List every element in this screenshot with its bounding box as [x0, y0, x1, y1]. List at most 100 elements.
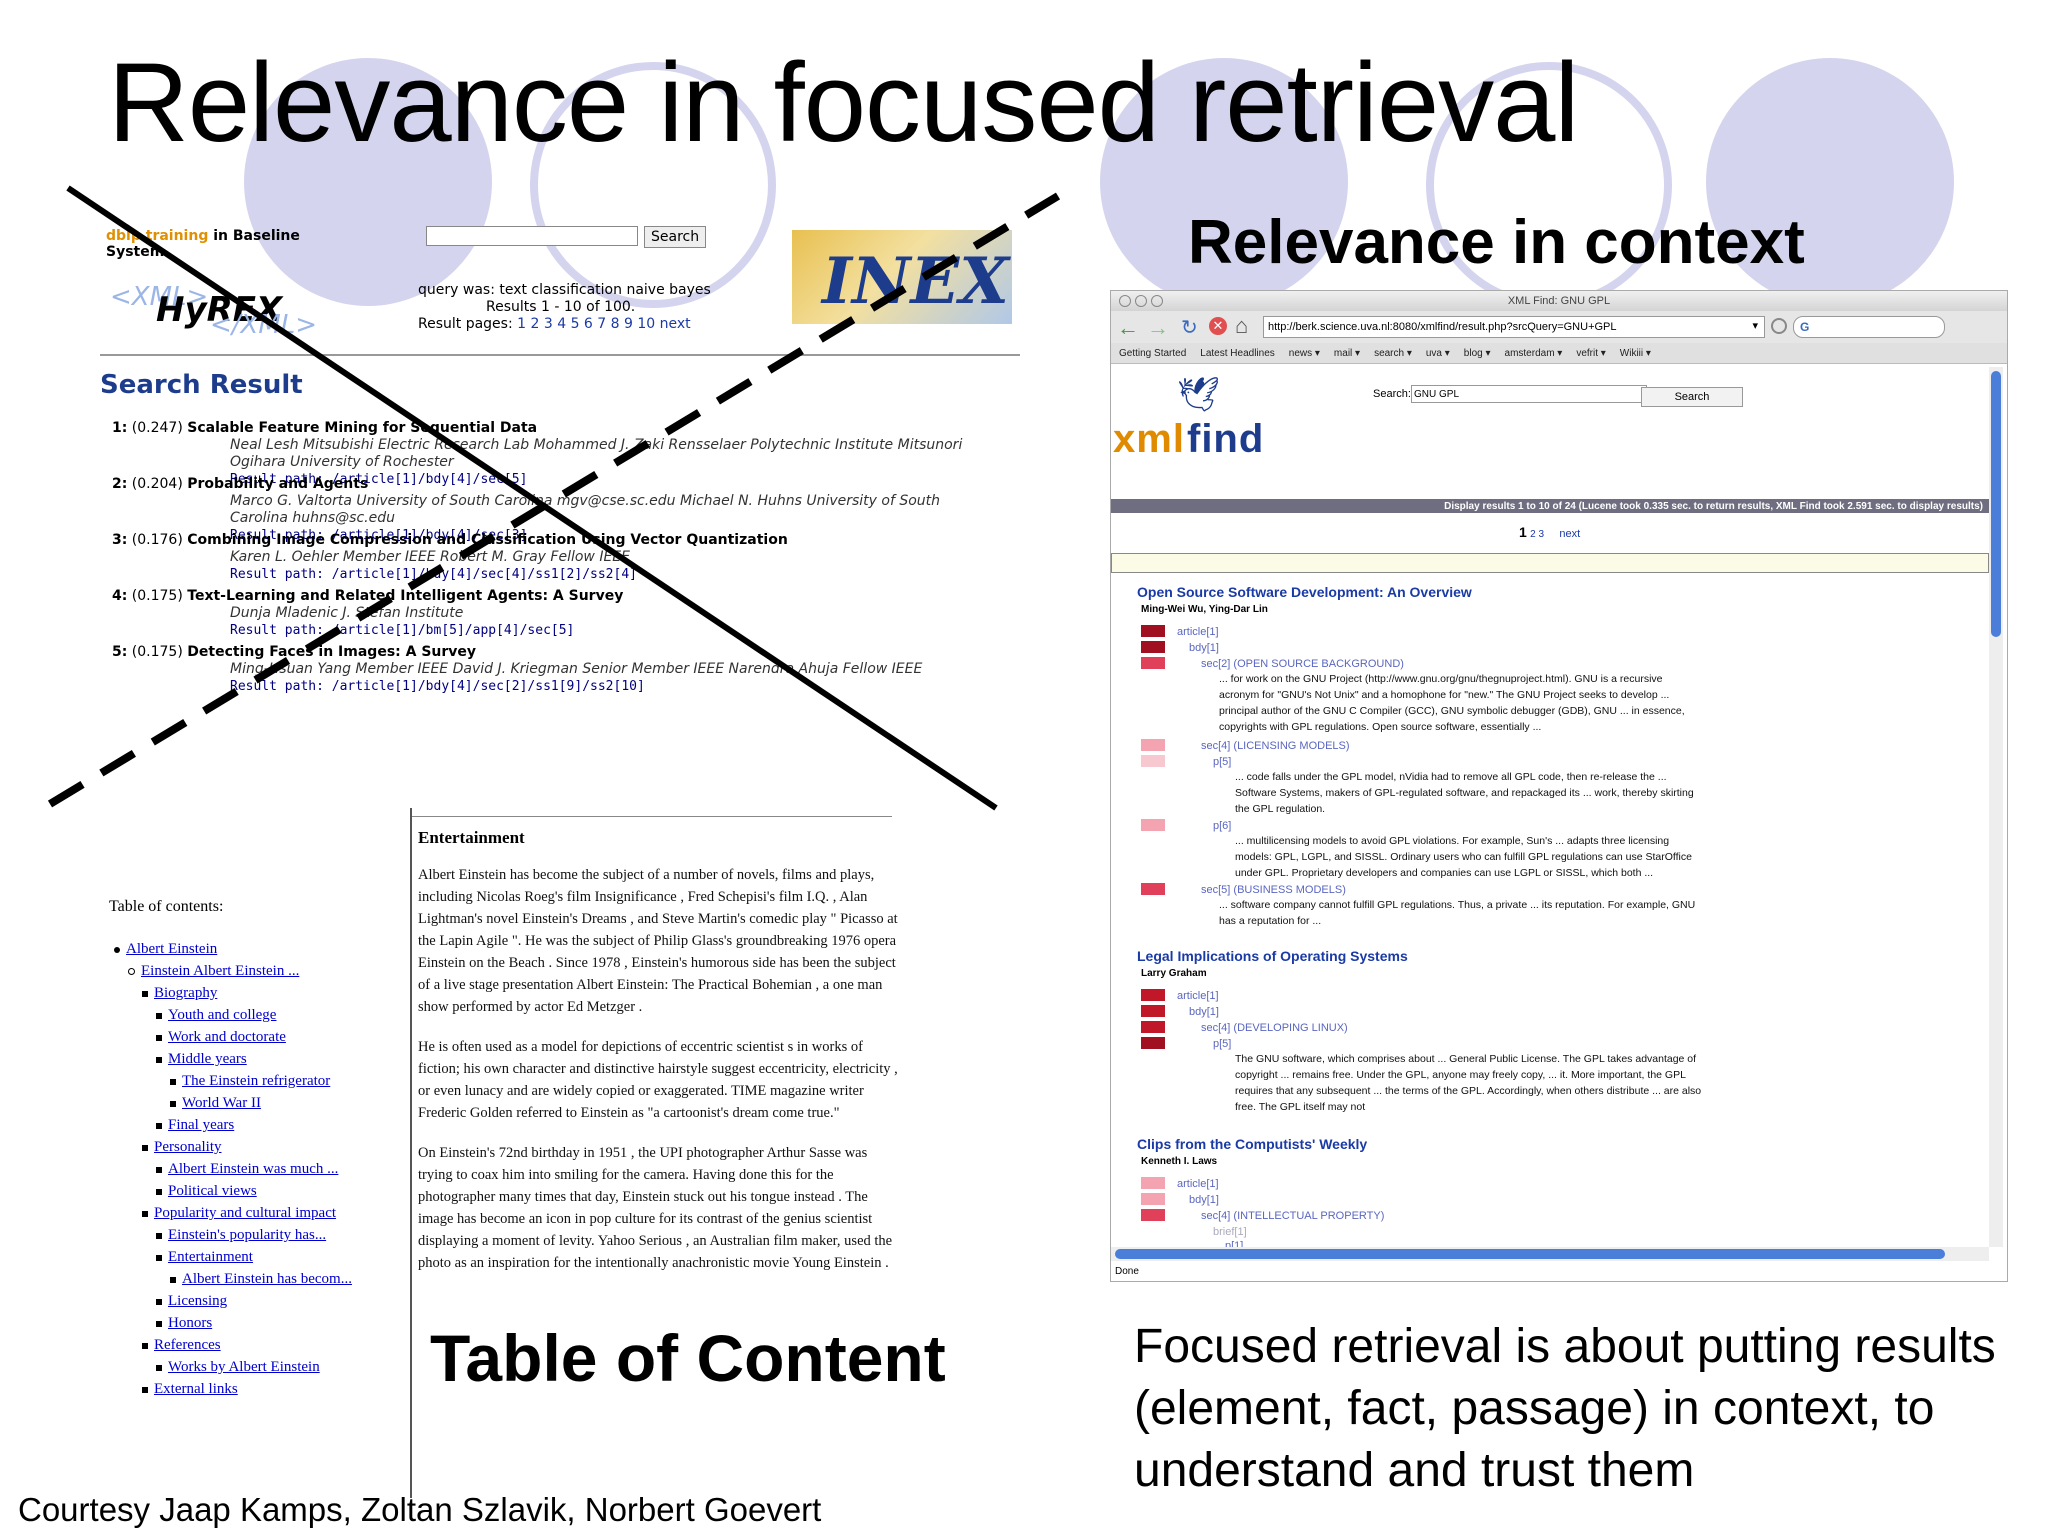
- result-path[interactable]: Result path: /article[1]/bm[5]/app[4]/se…: [230, 623, 575, 638]
- page-links[interactable]: 2 3: [1530, 529, 1545, 540]
- xmlfind-search-input[interactable]: [1411, 385, 1647, 403]
- snippet: ... code falls under the GPL model, nVid…: [1235, 771, 1694, 815]
- reload-icon[interactable]: ↻: [1181, 317, 1198, 339]
- google-icon: G: [1800, 320, 1810, 334]
- title-bar: XML Find: GNU GPL: [1111, 291, 2007, 311]
- bullet-icon: [170, 1078, 176, 1085]
- toc-item[interactable]: Albert Einstein was much ...: [156, 1160, 338, 1178]
- url-bar[interactable]: http://berk.science.uva.nl:8080/xmlfind/…: [1263, 316, 1765, 338]
- strike-line-dashed: [47, 192, 1061, 808]
- tree-node[interactable]: p[6]: [1213, 820, 1232, 832]
- toc-item[interactable]: Middle years: [156, 1050, 247, 1068]
- toc-item[interactable]: Youth and college: [156, 1006, 276, 1024]
- tree-node[interactable]: sec[5] (BUSINESS MODELS): [1201, 884, 1346, 896]
- minimize-window-icon[interactable]: [1135, 295, 1147, 307]
- back-icon[interactable]: ←: [1117, 315, 1139, 340]
- horizontal-scrollbar[interactable]: [1111, 1247, 1989, 1261]
- bookmark-item[interactable]: uva ▾: [1425, 348, 1450, 359]
- close-window-icon[interactable]: [1119, 295, 1131, 307]
- result-pages-links[interactable]: 1 2 3 4 5 6 7 8 9 10 next: [517, 316, 691, 332]
- heat-square: [1141, 1209, 1165, 1221]
- hyrex-result: 5: (0.175) Detecting Faces in Images: A …: [112, 644, 1072, 695]
- go-icon[interactable]: [1771, 318, 1787, 334]
- tree-node[interactable]: sec[4] (INTELLECTUAL PROPERTY): [1201, 1210, 1385, 1222]
- result-path[interactable]: Result path: /article[1]/bdy[4]/sec[2]/s…: [230, 679, 645, 694]
- toc-item[interactable]: Einstein Albert Einstein ...: [128, 962, 299, 980]
- toc-item[interactable]: Biography: [142, 984, 217, 1002]
- tree-node[interactable]: sec[4] (DEVELOPING LINUX): [1201, 1022, 1348, 1034]
- zoom-window-icon[interactable]: [1151, 295, 1163, 307]
- bookmark-item[interactable]: Getting Started: [1119, 348, 1187, 359]
- toc-item[interactable]: Licensing: [156, 1292, 227, 1310]
- tree-node[interactable]: sec[4] (LICENSING MODELS): [1201, 740, 1350, 752]
- tree-node[interactable]: bdy[1]: [1189, 1006, 1219, 1018]
- tree-node[interactable]: sec[2] (OPEN SOURCE BACKGROUND): [1201, 658, 1404, 670]
- result-title[interactable]: Scalable Feature Mining for Sequential D…: [187, 420, 538, 436]
- toc-item[interactable]: References: [142, 1336, 221, 1354]
- vertical-scrollbar[interactable]: [1989, 367, 2003, 1247]
- tree-node[interactable]: article[1]: [1177, 626, 1219, 638]
- bookmark-item[interactable]: Latest Headlines: [1200, 348, 1275, 359]
- toc-item[interactable]: Albert Einstein has becom...: [170, 1270, 352, 1288]
- display-info: Display results 1 to 10 of 24 (Lucene to…: [1444, 501, 1983, 512]
- toc-item[interactable]: Albert Einstein: [114, 940, 217, 958]
- toc-item[interactable]: Political views: [156, 1182, 257, 1200]
- hyrex-logo-xml: <XML>: [110, 282, 209, 312]
- heat-square: [1141, 1037, 1165, 1049]
- hyrex-logo: HyREX: [156, 290, 283, 330]
- scroll-thumb[interactable]: [1991, 371, 2001, 637]
- bookmark-item[interactable]: search ▾: [1374, 348, 1412, 359]
- tree-node[interactable]: p[5]: [1213, 1038, 1232, 1050]
- result-title[interactable]: Text-Learning and Related Intelligent Ag…: [187, 588, 624, 604]
- result-title-3[interactable]: Clips from the Computists' Weekly: [1137, 1136, 1368, 1152]
- toc-item[interactable]: Final years: [156, 1116, 234, 1134]
- xmlfind-search-button[interactable]: Search: [1641, 387, 1743, 407]
- toc-item[interactable]: External links: [142, 1380, 238, 1398]
- hscroll-thumb[interactable]: [1115, 1249, 1945, 1259]
- search-engine-box[interactable]: G: [1793, 316, 1945, 338]
- tree-node[interactable]: article[1]: [1177, 990, 1219, 1002]
- decor-circle-2: [530, 62, 776, 308]
- hyrex-logo-xml-close: </XML>: [210, 310, 318, 340]
- toc-item[interactable]: Work and doctorate: [156, 1028, 286, 1046]
- toc-item[interactable]: Popularity and cultural impact: [142, 1204, 336, 1222]
- tree-node[interactable]: brief[1]: [1213, 1226, 1247, 1238]
- result-meta: Carolina huhns@sc.edu: [230, 510, 395, 526]
- tree-node[interactable]: bdy[1]: [1189, 642, 1219, 654]
- result-title[interactable]: Detecting Faces in Images: A Survey: [187, 644, 477, 660]
- snippet: The GNU software, which comprises about …: [1235, 1053, 1702, 1113]
- result-title-1[interactable]: Open Source Software Development: An Ove…: [1137, 584, 1472, 600]
- toc-item[interactable]: The Einstein refrigerator: [170, 1072, 330, 1090]
- result-title[interactable]: Probability and Agents: [187, 476, 369, 492]
- result-authors-3: Kenneth I. Laws: [1141, 1156, 1218, 1167]
- bookmark-item[interactable]: vefrit ▾: [1576, 348, 1606, 359]
- forward-icon[interactable]: →: [1147, 315, 1169, 340]
- bullet-icon: [156, 1364, 162, 1371]
- toc-item[interactable]: Personality: [142, 1138, 222, 1156]
- url-dropdown-icon[interactable]: ▾: [1752, 320, 1758, 332]
- bookmark-item[interactable]: Wikiii ▾: [1619, 348, 1651, 359]
- result-path[interactable]: Result path: /article[1]/bdy[4]/sec[5]: [230, 472, 528, 487]
- next-link[interactable]: next: [1559, 528, 1581, 540]
- tree-node[interactable]: bdy[1]: [1189, 1194, 1219, 1206]
- home-icon[interactable]: ⌂: [1235, 313, 1249, 338]
- toc-item[interactable]: Entertainment: [156, 1248, 253, 1266]
- tree-node[interactable]: p[5]: [1213, 756, 1232, 768]
- toc-screenshot: Table of contents: Entertainment Albert …: [100, 800, 900, 1500]
- bookmark-item[interactable]: blog ▾: [1463, 348, 1491, 359]
- hyrex-search-input[interactable]: [426, 226, 638, 246]
- hyrex-search-button[interactable]: Search: [644, 226, 707, 248]
- bookmark-item[interactable]: amsterdam ▾: [1504, 348, 1563, 359]
- result-path[interactable]: Result path: /article[1]/bdy[4]/sec[3]: [230, 528, 528, 543]
- result-title-2[interactable]: Legal Implications of Operating Systems: [1137, 948, 1408, 964]
- toc-item[interactable]: Honors: [156, 1314, 212, 1332]
- window-title: XML Find: GNU GPL: [1507, 295, 1611, 307]
- toc-item[interactable]: Einstein's popularity has...: [156, 1226, 326, 1244]
- toc-item[interactable]: World War II: [170, 1094, 261, 1112]
- stop-icon[interactable]: ✕: [1209, 317, 1227, 335]
- bookmark-item[interactable]: news ▾: [1288, 348, 1320, 359]
- bookmark-item[interactable]: mail ▾: [1333, 348, 1361, 359]
- tree-node[interactable]: article[1]: [1177, 1178, 1219, 1190]
- toc-item[interactable]: Works by Albert Einstein: [156, 1358, 320, 1376]
